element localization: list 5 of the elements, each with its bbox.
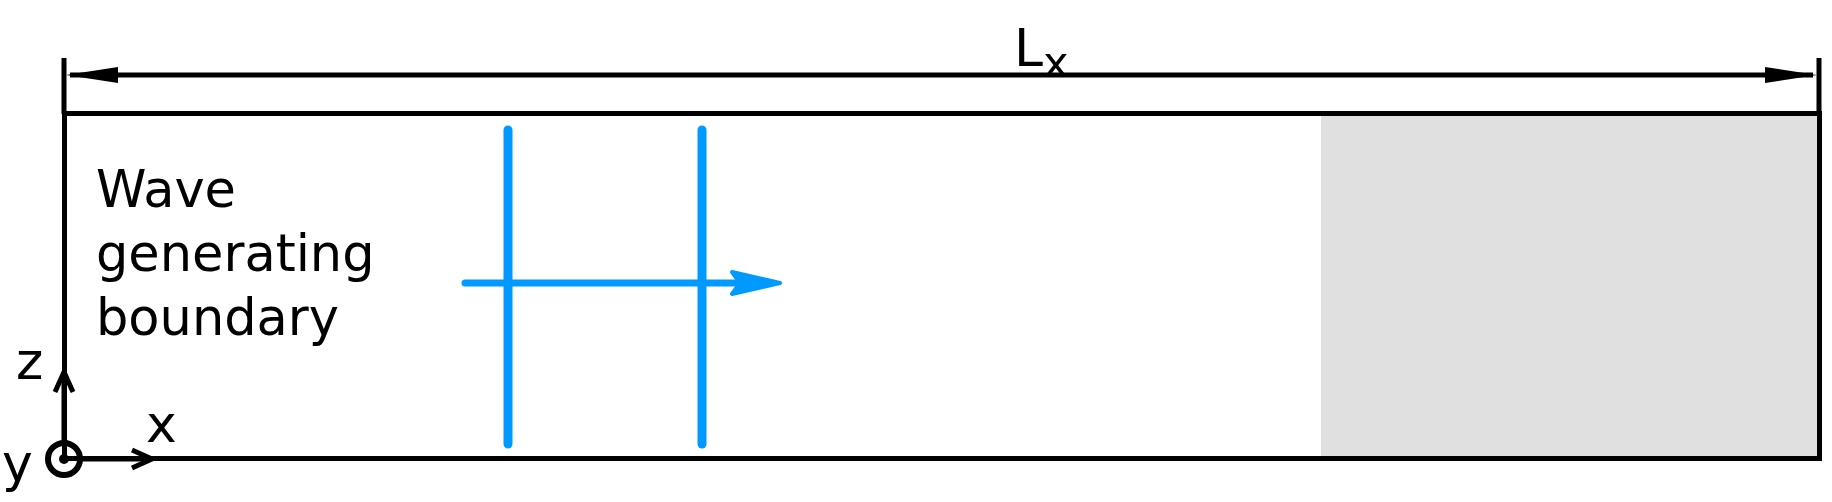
axis-label: z [16, 335, 44, 387]
boundary-label: Wave generating boundary [96, 159, 376, 349]
axis-label: x [146, 398, 177, 450]
absorption-zone [1321, 116, 1817, 456]
wave-tank [62, 111, 1822, 461]
